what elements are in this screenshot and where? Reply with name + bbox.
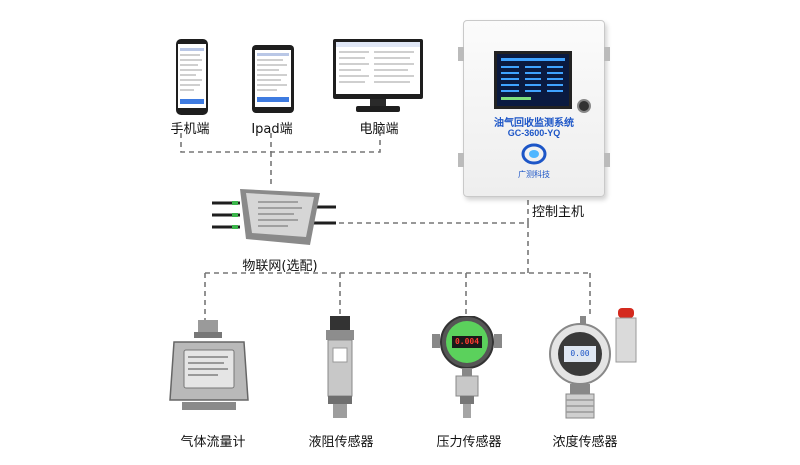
concentration-sensor-icon	[549, 308, 637, 419]
controller-label: 控制主机	[531, 205, 585, 220]
tablet-icon	[252, 45, 294, 113]
flowmeter-icon	[169, 320, 249, 410]
iot-module	[210, 183, 338, 252]
power-knob	[577, 99, 591, 113]
pressure-sensor-icon	[432, 315, 502, 418]
mount-bracket	[604, 47, 610, 61]
pressure-sensor-label: 压力传感器	[436, 435, 502, 450]
concentration-sensor-label: 浓度传感器	[552, 435, 618, 450]
controller-title: 油气回收监测系统	[494, 118, 574, 129]
controller-brand: 广测科技	[518, 170, 550, 179]
liquid-sensor-device	[318, 316, 362, 425]
phone-device	[175, 38, 209, 121]
mount-bracket	[458, 47, 464, 61]
ipad-device	[251, 44, 295, 119]
liquid-sensor-label: 液阻传感器	[308, 435, 374, 450]
screen-readout-graphic	[501, 58, 565, 100]
mount-bracket	[458, 153, 464, 167]
concentration-display: 0.00	[570, 349, 590, 358]
flowmeter-device	[168, 320, 250, 417]
brand-logo-icon	[521, 143, 547, 165]
mount-bracket	[604, 153, 610, 167]
client-bus-line	[180, 133, 381, 153]
ipad-label: Ipad端	[251, 122, 293, 137]
monitor-icon	[333, 39, 423, 112]
iot-label: 物联网(选配)	[242, 259, 318, 274]
concentration-sensor-device: 0.00	[544, 304, 642, 427]
pc-label: 电脑端	[359, 122, 399, 137]
controller-screen	[494, 51, 572, 109]
controller-model: GC-3600-YQ	[507, 128, 561, 138]
phone-icon	[176, 39, 208, 115]
flowmeter-label: 气体流量计	[180, 435, 246, 450]
iot-module-icon	[212, 189, 336, 245]
pressure-sensor-device: 0.004	[432, 315, 502, 425]
phone-label: 手机端	[170, 122, 210, 137]
liquid-sensor-icon	[326, 316, 354, 418]
pc-device	[332, 38, 424, 119]
pressure-display: 0.004	[454, 337, 480, 346]
iot-to-controller-line	[330, 198, 529, 224]
controller-cabinet: 油气回收监测系统 GC-3600-YQ 广测科技	[458, 20, 610, 197]
